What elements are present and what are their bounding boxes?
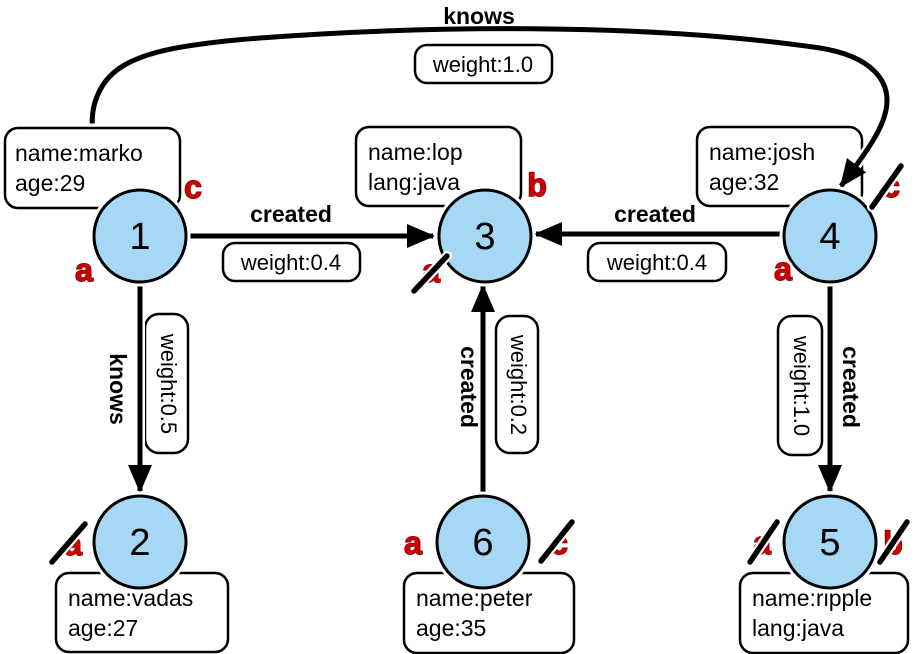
vertex-2-circle — [92, 494, 188, 590]
step-label-a-v6: a — [404, 525, 422, 561]
vertex-3-prop-name: name:lop — [368, 139, 463, 165]
vertex-2: 2 — [89, 491, 191, 593]
step-label-a-v4: a — [774, 251, 792, 287]
vertex-6-circle — [435, 494, 531, 590]
step-label-a-v1: a — [75, 252, 93, 288]
edge-created-4-5-label: created — [838, 346, 864, 428]
edge-created-4-5-weight: weight:1.0 — [789, 335, 814, 436]
strikethrough-slash-a-v2 — [49, 521, 88, 565]
vertex-4-prop-age: age:32 — [709, 169, 779, 195]
step-label-b-v3: b — [527, 167, 547, 203]
vertex-1-prop-age: age:29 — [15, 170, 85, 196]
step-label-c-v1: c — [184, 169, 202, 205]
vertex-5-prop-name: name:ripple — [752, 585, 872, 611]
vertex-5-prop-lang: lang:java — [752, 615, 844, 641]
edge-created-4-3-label: created — [614, 201, 696, 227]
vertex-1-circle — [92, 188, 188, 284]
edge-knows-1-4-weight-box: weight:1.0 — [410, 40, 557, 88]
vertex-6-id: 6 — [472, 522, 493, 564]
vertex-3-prop-lang: lang:java — [368, 169, 460, 195]
strikethrough-slash-a-v3 — [411, 253, 450, 294]
vertex-6-properties-box: name:peter age:35 — [399, 568, 579, 654]
vertex-6-prop-age: age:35 — [416, 615, 486, 641]
vertex-5: 5 — [779, 491, 881, 593]
step-label-c-v1: c — [184, 169, 202, 205]
vertex-1-properties-box: name:marko age:29 — [0, 123, 185, 213]
edge-created-4-3-weight-box: weight:0.4 — [583, 238, 731, 286]
vertex-6: 6 — [432, 491, 534, 593]
vertex-5-circle — [782, 494, 878, 590]
vertex-2-prop-age: age:27 — [68, 615, 138, 641]
strikethrough-slash-b-v5 — [877, 519, 910, 565]
edge-created-6-3-label: created — [456, 346, 482, 428]
edge-knows-1-4-line — [89, 26, 890, 199]
edge-created-1-3-weight: weight:0.4 — [240, 250, 341, 275]
edge-knows-1-4 — [87, 23, 892, 201]
vertex-4-properties-box: name:josh age:32 — [692, 122, 867, 211]
edge-created-4-5-weight-box: weight:1.0 — [773, 311, 827, 460]
vertex-1-id: 1 — [129, 216, 150, 258]
strikethrough-slash-c-v6 — [538, 519, 575, 564]
vertex-1: 1 — [89, 185, 191, 287]
edge-created-6-3-weight-box: weight:0.2 — [491, 311, 543, 458]
edge-created-1-3-weight-box: weight:0.4 — [218, 238, 365, 286]
vertex-3: 3 — [434, 185, 536, 287]
vertex-3-id: 3 — [474, 216, 495, 258]
strikethrough-slash-c-v4 — [869, 163, 904, 210]
vertex-2-properties-box: name:vadas age:27 — [51, 568, 233, 654]
edge-knows-1-4-weight: weight:1.0 — [432, 52, 533, 77]
step-labels: c c a a b b a a c c a a a a a a c c a a — [47, 161, 912, 567]
edge-knows-1-4-label: knows — [443, 3, 515, 29]
edge-created-1-3-label: created — [250, 201, 332, 227]
edge-knows-1-2-weight: weight:0.5 — [156, 333, 181, 434]
edge-knows-1-2-weight-box: weight:0.5 — [140, 309, 193, 458]
step-label-a-v1: a — [75, 252, 93, 288]
strikethrough-slash-a-v5 — [747, 519, 780, 565]
edge-created-6-3-weight: weight:0.2 — [506, 334, 531, 435]
vertex-1-prop-name: name:marko — [15, 140, 143, 166]
vertex-5-properties-box: name:ripple lang:java — [735, 568, 913, 654]
vertex-3-circle — [437, 188, 533, 284]
vertex-5-id: 5 — [819, 522, 840, 564]
vertex-2-id: 2 — [129, 522, 150, 564]
vertex-4-prop-name: name:josh — [709, 139, 815, 165]
vertex-4-circle — [782, 188, 878, 284]
vertex-4: 4 — [779, 185, 881, 287]
step-label-a-v6: a — [404, 525, 422, 561]
step-label-b-v3: b — [527, 167, 547, 203]
vertex-4-id: 4 — [819, 216, 840, 258]
step-label-a-v4: a — [774, 251, 792, 287]
edge-created-4-3-weight: weight:0.4 — [606, 250, 707, 275]
edge-knows-1-2-label: knows — [105, 353, 131, 425]
